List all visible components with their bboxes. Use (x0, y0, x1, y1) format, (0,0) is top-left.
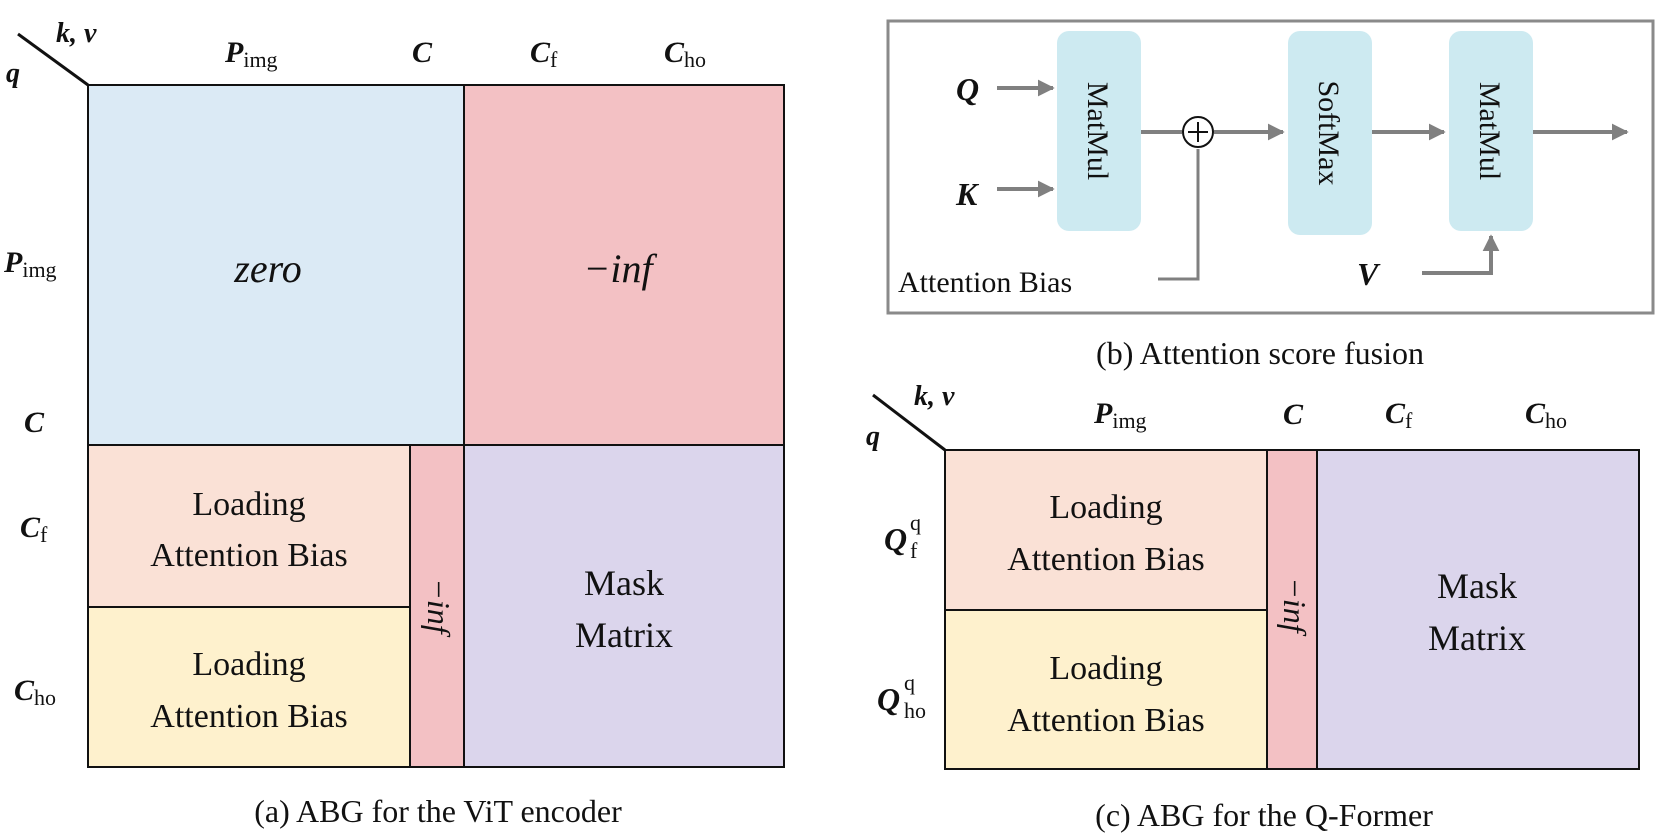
panel-a-bias-f-line1: Loading (192, 486, 305, 523)
panel-a-corner-diagonal (17, 32, 89, 87)
panel-c-row-header-q-f: Q (884, 521, 907, 557)
panel-b-frame (886, 19, 1655, 315)
panel-c-mask-line1: Mask (1437, 566, 1517, 606)
panel-c-corner-q: q (866, 421, 880, 452)
panel-a-row-header-c: C (24, 406, 45, 439)
panel-c-corner-kv: k, v (914, 381, 955, 412)
panel-c-row-header-q-ho-sub: ho (904, 698, 926, 723)
panel-c-col-header-p-img: Pimg (1093, 397, 1147, 433)
panel-c-bias-f-line1: Loading (1049, 489, 1162, 526)
panel-b-v-label: V (1357, 256, 1381, 292)
panel-c-col-header-c-f: Cf (1385, 397, 1413, 433)
panel-a-mask-line1: Mask (584, 563, 664, 603)
panel-c-row-header-q-f-sup: q (910, 510, 921, 535)
panel-a-neg-inf-block (463, 84, 785, 446)
panel-a-mask-line2: Matrix (575, 615, 673, 655)
panel-a-col-header-c: C (412, 36, 433, 69)
panel-b-matmul1-box (1057, 31, 1141, 231)
panel-c-col-header-c: C (1283, 398, 1304, 431)
panel-c-bias-ho-line1: Loading (1049, 650, 1162, 687)
panel-a-col-header-p-img: Pimg (224, 36, 278, 72)
panel-b-q-label: Q (956, 71, 979, 107)
panel-c-col-header-c-ho: Cho (1525, 397, 1567, 433)
panel-a-bias-ho-line2: Attention Bias (150, 698, 347, 735)
panel-a-corner-kv: k, v (56, 18, 97, 49)
panel-c-corner-diagonal (872, 393, 946, 452)
panel-a-bias-f-block (87, 444, 411, 608)
panel-c-neg-inf-strip-text: −inf (1277, 577, 1313, 636)
panel-b-attention-score-fusion: Q K MatMul Attention Bias SoftMax MatMul… (886, 19, 1655, 371)
panel-a-caption: (a) ABG for the ViT encoder (254, 793, 622, 829)
panel-a-vit-encoder: q k, v Pimg C Cf Cho Pimg C Cf Cho (3, 18, 785, 829)
panel-a-neg-inf-strip-text: −inf (421, 578, 457, 637)
panel-c-row-header-q-ho: Q (877, 681, 900, 717)
panel-c-bias-ho-block (944, 609, 1268, 770)
panel-a-col-header-c-f: Cf (530, 36, 558, 72)
panel-a-bias-ho-block (87, 606, 411, 768)
panel-b-bias-label: Attention Bias (898, 266, 1072, 299)
panel-c-q-former: q k, v Pimg C Cf Cho Q q f Q q ho Loadin… (866, 381, 1640, 833)
panel-b-caption: (b) Attention score fusion (1096, 335, 1424, 371)
panel-c-mask-block (1316, 449, 1640, 770)
panel-b-matmul1-text: MatMul (1081, 82, 1114, 180)
panel-b-k-label: K (955, 176, 980, 212)
panel-a-zero-text: zero (233, 246, 301, 291)
panel-a-neg-inf-text: −inf (583, 246, 657, 291)
panel-c-caption: (c) ABG for the Q-Former (1095, 797, 1433, 833)
panel-a-mask-block (463, 444, 785, 768)
panel-c-row-header-q-f-sub: f (910, 538, 918, 563)
panel-a-row-header-c-f: Cf (20, 511, 48, 547)
panel-a-bias-f-line2: Attention Bias (150, 537, 347, 574)
panel-b-bias-arrow (1158, 149, 1200, 281)
panel-a-neg-inf-strip (409, 444, 465, 768)
panel-c-bias-ho-line2: Attention Bias (1007, 702, 1204, 739)
panel-c-bias-f-line2: Attention Bias (1007, 541, 1204, 578)
panel-a-col-header-c-ho: Cho (664, 36, 706, 72)
panel-c-neg-inf-strip (1266, 449, 1318, 770)
panel-c-bias-f-block (944, 449, 1268, 611)
panel-a-row-header-c-ho: Cho (14, 674, 56, 710)
panel-a-corner-q: q (6, 58, 20, 89)
panel-b-softmax-box (1288, 31, 1372, 235)
panel-b-v-arrow (1422, 234, 1500, 275)
panel-a-bias-ho-line1: Loading (192, 646, 305, 683)
panel-c-row-header-q-ho-sup: q (904, 670, 915, 695)
panel-b-softmax-text: SoftMax (1312, 81, 1345, 186)
panel-b-matmul2-box (1449, 31, 1533, 231)
panel-b-matmul2-text: MatMul (1473, 82, 1506, 180)
panel-a-row-header-p-img: Pimg (3, 246, 57, 282)
panel-c-mask-line2: Matrix (1428, 618, 1526, 658)
